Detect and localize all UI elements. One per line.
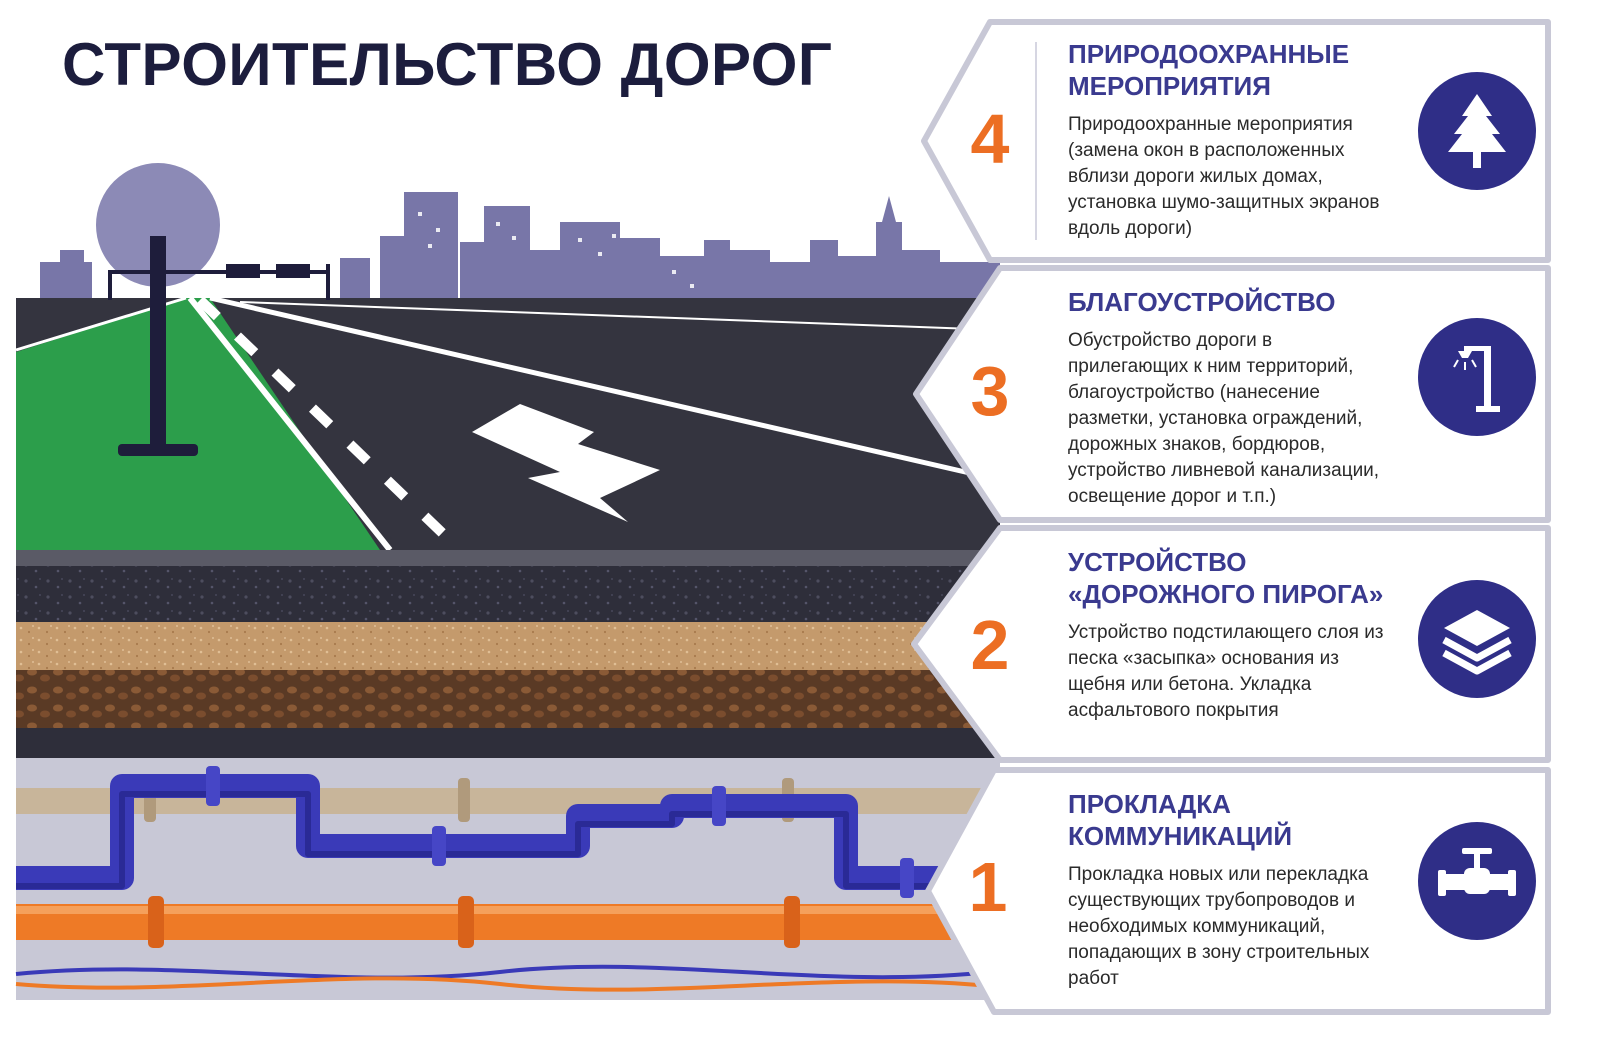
step-card-1: ПРОКЛАДКА КОММУНИКАЦИЙ Прокладка новых и… <box>1068 788 1393 992</box>
tree-icon <box>1418 72 1536 190</box>
step-title-1: ПРОКЛАДКА КОММУНИКАЦИЙ <box>1068 789 1293 851</box>
road-edge-line <box>209 295 1001 483</box>
valve-icon <box>1418 822 1536 940</box>
step-title-4: ПРИРОДООХРАННЫЕ МЕРОПРИЯТИЯ <box>1068 39 1350 101</box>
step-title-2: УСТРОЙСТВО «ДОРОЖНОГО ПИРОГА» <box>1068 547 1384 609</box>
step-number-3: 3 <box>970 352 1010 430</box>
step-card-4: ПРИРОДООХРАННЫЕ МЕРОПРИЯТИЯ Природоохран… <box>1068 38 1393 242</box>
page-title: СТРОИТЕЛЬСТВО ДОРОГ <box>62 31 833 98</box>
step-card-2-shape <box>911 525 1551 763</box>
layers-icon <box>1418 580 1536 698</box>
road-edge-line-far <box>239 301 1001 331</box>
road-arrow-marking <box>472 404 660 522</box>
step-description-2: Устройство подстилающего слоя из песка «… <box>1068 622 1384 721</box>
step-description-1: Прокладка новых или перекладка существую… <box>1068 864 1370 989</box>
street-lamp-icon <box>1418 318 1536 436</box>
step-title-3: БЛАГОУСТРОЙСТВО <box>1068 287 1336 317</box>
city-skyline <box>40 192 1000 302</box>
step-card-3: БЛАГОУСТРОЙСТВО Обустройство дороги в пр… <box>1068 286 1393 510</box>
overhead-gantry <box>108 264 330 300</box>
cable-orange <box>15 976 991 992</box>
step-card-1-shape <box>925 767 1551 1015</box>
blue-pipe-joints <box>206 766 914 898</box>
road-sign <box>96 163 220 456</box>
green-lane <box>16 298 380 550</box>
sand-layer <box>16 622 1000 670</box>
step-card-3-shape <box>913 265 1551 523</box>
step-number-2: 2 <box>970 606 1010 684</box>
skyline-windows <box>418 212 694 288</box>
step-description-3: Обустройство дороги в прилегающих к ним … <box>1068 330 1380 507</box>
step-number-4: 4 <box>970 100 1010 178</box>
orange-gas-pipe-highlight <box>16 906 970 914</box>
dashed-lane-line <box>196 296 464 554</box>
orange-pipe-joints <box>148 896 800 948</box>
base-layer <box>16 728 1000 758</box>
lane-divider-line <box>187 296 393 552</box>
gravel-layer <box>16 670 1000 728</box>
step-number-1: 1 <box>968 848 1008 926</box>
step-card-2: УСТРОЙСТВО «ДОРОЖНОГО ПИРОГА» Устройство… <box>1068 546 1393 724</box>
step-description-4: Природоохранные мероприятия (замена окон… <box>1068 114 1380 239</box>
road-top-band <box>16 550 1000 566</box>
step-card-4-shape <box>921 19 1551 263</box>
cable-blue <box>15 964 991 980</box>
asphalt-layer <box>16 566 1000 622</box>
blue-water-pipe-shade <box>16 791 940 889</box>
